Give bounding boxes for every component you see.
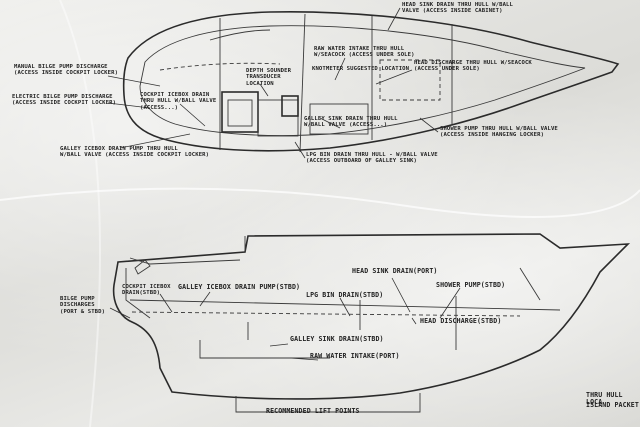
leader-line [439,287,461,319]
sink-block [281,95,299,117]
frame-line [519,267,541,301]
label-head-discharge: HEAD DISCHARGE(STBD) [420,317,502,325]
hidden-line [159,62,281,71]
sheen-crease [59,0,101,427]
plan-deck-line [139,25,586,136]
plan-view [107,7,620,159]
label-head-sink-drain: HEAD SINK DRAIN(PORT) [352,267,438,275]
leader-line [387,7,401,31]
label-shower-pump-thru-hull: SHOWER PUMP THRU HULL W/BALL VALVE (ACCE… [440,126,558,139]
label-recommended-lift-points: RECOMMENDED LIFT POINTS [266,407,360,415]
salon-block [309,103,369,135]
table-block [227,99,253,127]
label-lpg-bin-thru-hull: LPG BIN DRAIN THRU HULL - W/BALL VALVE (… [306,152,438,165]
leader-line [259,83,269,97]
label-depth-sounder: DEPTH SOUNDER TRANSDUCER LOCATION [246,68,292,87]
label-galley-icebox-drain-pump: GALLEY ICEBOX DRAIN PUMP(STBD) [178,283,301,291]
title-block-line1: THRU HULL LOCA [586,391,623,407]
cockpit-coaming [209,29,271,41]
stern-pulpit [134,259,151,275]
leader-line [109,307,131,319]
sheen-crease [0,187,640,218]
leader-line [107,102,151,109]
galley-block [257,99,299,137]
label-raw-water-intake: RAW WATER INTAKE(PORT) [310,352,400,360]
label-head-discharge-thru-hull: HEAD DISCHARGE THRU HULL W/SEACOCK (ACCE… [414,60,532,73]
label-manual-bilge: MANUAL BILGE PUMP DISCHARGE (ACCESS INSI… [14,64,119,77]
leader-line [269,343,289,347]
leader-line [375,69,413,85]
label-galley-icebox-thru-hull: GALLEY ICEBOX DRAIN PUMP THRU HULL W/BAL… [60,146,210,159]
boot-stripe [131,311,521,317]
leader-line [294,141,306,159]
waterline [129,299,561,311]
rail-line [129,257,241,265]
label-galley-sink-drain: GALLEY SINK DRAIN(STBD) [290,335,384,343]
lift-point-bracket [235,393,421,413]
leader-line [334,57,346,81]
label-cockpit-drain: COCKPIT ICEBOX DRAIN THRU HULL W/BALL VA… [140,92,217,111]
plan-hull-outline [122,10,620,152]
label-electric-bilge: ELECTRIC BILGE PUMP DISCHARGE (ACCESS IN… [12,94,117,107]
bulkhead-line [299,13,306,153]
leader-line [179,103,206,127]
leader-line [107,75,161,87]
profile-view [109,233,631,413]
label-knotmeter: KNOTMETER SUGGESTED LOCATION [312,66,410,72]
keel-line [199,340,330,359]
leader-line [319,117,341,129]
leader-line [119,133,191,149]
label-lpg-bin-drain: LPG BIN DRAIN(STBD) [306,291,384,299]
leader-line [199,291,211,307]
label-bilge-pump-discharges: BILGE PUMP DISCHARGES (PORT & STBD) [60,296,106,315]
title-block-line2: ISLAND PACKET [586,401,639,409]
leader-line [289,357,319,361]
label-cockpit-icebox-drain: COCKPIT ICEBOX DRAIN(STBD) [122,284,171,297]
label-head-sink-thru-hull: HEAD SINK DRAIN THRU HULL W/BALL VALVE (… [402,2,513,15]
label-shower-pump: SHOWER PUMP(STBD) [436,281,506,289]
hidden-line [379,59,441,101]
label-raw-water-thru-hull: RAW WATER INTAKE THRU HULL W/SEACOCK (AC… [314,46,415,59]
profile-hull-outline [112,233,631,400]
leader-line [419,117,439,133]
label-galley-sink-thru-hull: GALLEY SINK DRAIN THRU HULL W/BALL VALVE… [304,116,398,129]
leader-line [391,277,411,313]
leader-line [159,293,173,313]
leader-line [411,317,417,325]
leader-line [339,297,351,317]
